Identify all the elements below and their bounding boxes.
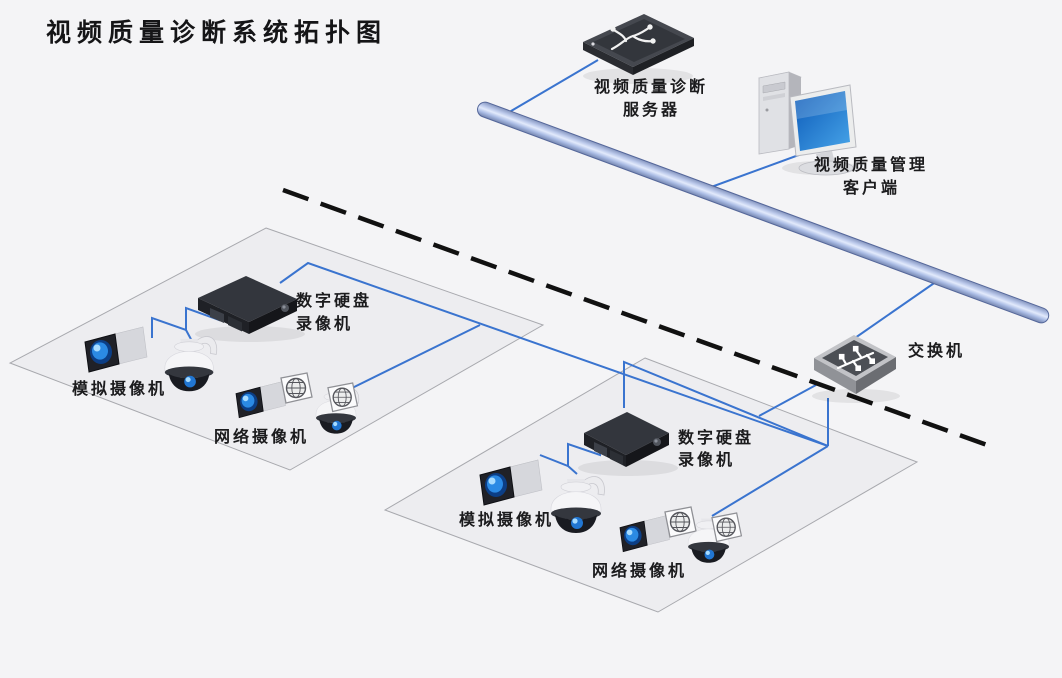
server-label-line1: 视频质量诊断 <box>594 79 709 96</box>
link-zone1-netcam <box>343 324 481 393</box>
management-client-pc <box>757 71 858 176</box>
link-zone2-dome-stub <box>567 465 578 475</box>
zone1-network-camera-label: 网络摄像机 <box>214 429 310 446</box>
zone1-network-badge-icon <box>280 372 313 404</box>
link-switch-backbone <box>854 278 941 339</box>
link-zone2-netcam <box>711 445 829 517</box>
page-title: 视频质量诊断系统拓扑图 <box>46 19 388 47</box>
network-boundary-dashed-line <box>282 187 988 448</box>
zone1-dvr <box>195 276 305 342</box>
link-zone2-dvr-trunk <box>623 360 829 447</box>
zone2-network-camera-label: 网络摄像机 <box>592 563 688 580</box>
zone1-analog-camera-label: 模拟摄像机 <box>72 381 168 398</box>
server-glyph-icon <box>610 24 656 51</box>
zone2-network-badge2-icon <box>711 512 743 543</box>
client-label-line2: 客户端 <box>843 180 901 197</box>
zone2-dvr-label-line2: 录像机 <box>678 452 736 469</box>
zone2-dvr <box>578 412 678 476</box>
zone1-area <box>8 227 545 471</box>
diagnosis-server <box>583 14 694 84</box>
zone1-dvr-label-line2: 录像机 <box>296 316 354 333</box>
switch-label: 交换机 <box>908 343 966 360</box>
client-label-line1: 视频质量管理 <box>814 157 929 174</box>
zone1-network-badge2-icon <box>327 382 359 413</box>
zone2-analog-camera-label: 模拟摄像机 <box>459 512 555 529</box>
link-switch-drop <box>758 384 817 417</box>
zone2-network-badge-icon <box>664 506 697 538</box>
zone1-dvr-label-line1: 数字硬盘 <box>296 293 373 310</box>
switch-device <box>812 335 900 403</box>
switch-glyph-icon <box>836 345 876 372</box>
client-screen <box>795 91 850 151</box>
link-zone1-trunk <box>279 261 829 447</box>
zone2-dvr-label-line1: 数字硬盘 <box>678 430 755 447</box>
server-label-line2: 服务器 <box>623 102 681 119</box>
zone2-area <box>383 357 919 613</box>
link-server-backbone <box>505 59 599 115</box>
